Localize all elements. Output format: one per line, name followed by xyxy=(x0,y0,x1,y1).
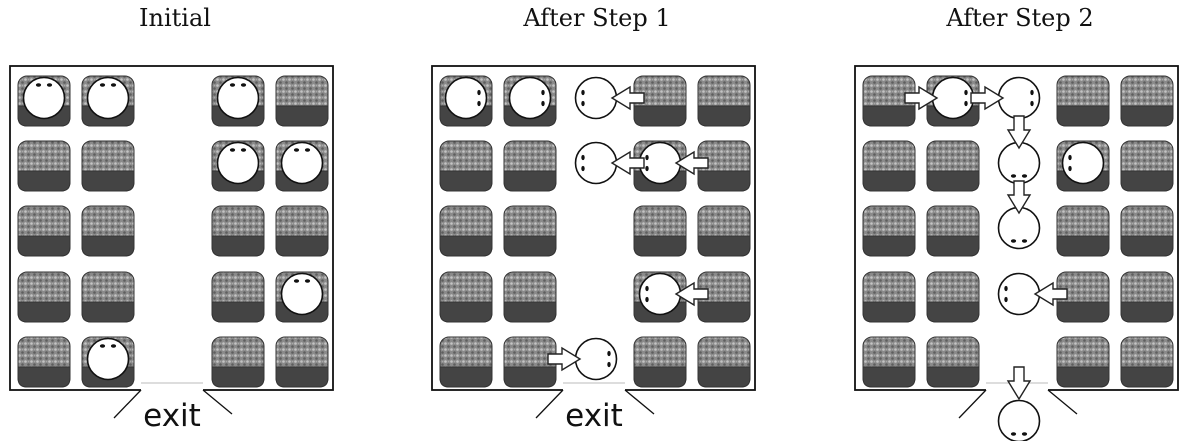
movement-arrow xyxy=(610,85,645,111)
seat xyxy=(926,271,980,323)
exit-label: exit xyxy=(143,398,201,434)
person xyxy=(216,76,260,120)
seat xyxy=(439,271,493,323)
movement-arrow xyxy=(1033,281,1068,307)
person xyxy=(638,141,682,185)
seat xyxy=(17,336,71,388)
seat xyxy=(697,205,751,257)
person xyxy=(931,76,975,120)
movement-arrow xyxy=(547,346,582,372)
panel-title-initial: Initial xyxy=(139,4,211,32)
seat xyxy=(633,336,687,388)
seat xyxy=(862,336,916,388)
exit-marker xyxy=(535,389,564,419)
movement-arrow xyxy=(674,281,709,307)
seat xyxy=(1056,75,1110,127)
seat xyxy=(211,205,265,257)
seat xyxy=(926,205,980,257)
seat xyxy=(697,336,751,388)
seat xyxy=(1120,140,1174,192)
seat xyxy=(275,336,329,388)
seat xyxy=(17,205,71,257)
seat xyxy=(1120,271,1174,323)
movement-arrow xyxy=(610,150,645,176)
seat xyxy=(503,140,557,192)
seat xyxy=(633,75,687,127)
seat xyxy=(211,271,265,323)
exit-marker xyxy=(624,389,655,415)
exit-marker xyxy=(958,389,987,419)
exit-gap xyxy=(563,386,625,394)
seat xyxy=(439,205,493,257)
seat xyxy=(1120,75,1174,127)
seat xyxy=(275,205,329,257)
person xyxy=(1061,141,1105,185)
person xyxy=(508,76,552,120)
person xyxy=(22,76,66,120)
seat xyxy=(503,271,557,323)
panel-after-step-1: exit xyxy=(431,65,756,434)
seat xyxy=(697,75,751,127)
seat xyxy=(211,336,265,388)
seat xyxy=(503,336,557,388)
seat xyxy=(862,205,916,257)
seat xyxy=(1120,205,1174,257)
panel-title-after-step-2: After Step 2 xyxy=(946,4,1094,32)
seat xyxy=(439,336,493,388)
seat xyxy=(275,75,329,127)
seat xyxy=(81,140,135,192)
seat xyxy=(17,140,71,192)
seat xyxy=(862,75,916,127)
exit-label: exit xyxy=(565,398,623,434)
seat xyxy=(697,140,751,192)
panel-initial: exit xyxy=(9,65,334,434)
seat xyxy=(862,271,916,323)
person xyxy=(997,272,1041,316)
movement-arrow xyxy=(1006,366,1032,401)
person xyxy=(997,399,1041,441)
movement-arrow xyxy=(970,85,1005,111)
seat xyxy=(1056,205,1110,257)
seat xyxy=(1056,271,1110,323)
exit-marker xyxy=(1047,389,1078,415)
seat xyxy=(1120,336,1174,388)
person xyxy=(574,141,618,185)
seat xyxy=(1056,336,1110,388)
person xyxy=(574,76,618,120)
seat xyxy=(503,205,557,257)
person xyxy=(638,272,682,316)
movement-arrow xyxy=(904,85,939,111)
seat xyxy=(697,271,751,323)
seat xyxy=(81,205,135,257)
seat xyxy=(926,140,980,192)
seat xyxy=(926,336,980,388)
exit-gap xyxy=(141,386,203,394)
person xyxy=(86,76,130,120)
exit-marker xyxy=(113,389,142,419)
person xyxy=(280,272,324,316)
person xyxy=(997,76,1041,120)
seat xyxy=(17,271,71,323)
seat xyxy=(862,140,916,192)
movement-arrow xyxy=(674,150,709,176)
person xyxy=(574,337,618,381)
movement-arrow xyxy=(1006,180,1032,215)
seat xyxy=(633,205,687,257)
movement-arrow xyxy=(1006,115,1032,150)
panel-title-after-step-1: After Step 1 xyxy=(523,4,671,32)
person xyxy=(997,206,1041,250)
person xyxy=(444,76,488,120)
exit-marker xyxy=(202,389,233,415)
seat xyxy=(439,140,493,192)
person xyxy=(86,337,130,381)
panel-after-step-2 xyxy=(854,65,1179,441)
person xyxy=(216,141,260,185)
seat xyxy=(81,271,135,323)
person xyxy=(280,141,324,185)
